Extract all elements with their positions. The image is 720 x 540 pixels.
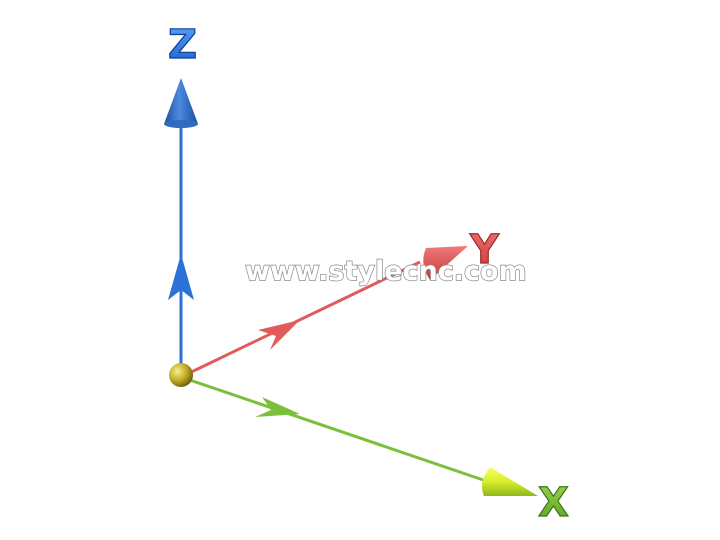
- y-axis-mid-arrow-icon: [258, 320, 300, 350]
- y-axis: [180, 246, 468, 379]
- z-axis-mid-arrow-icon: [168, 254, 194, 300]
- x-axis: [180, 375, 538, 496]
- origin-sphere: [169, 363, 193, 387]
- z-axis: [164, 78, 198, 372]
- z-axis-cone-base: [164, 120, 198, 128]
- x-axis-label: X: [538, 480, 569, 526]
- x-axis-mid-arrow-icon: [255, 397, 300, 417]
- y-axis-label: Y: [469, 227, 500, 273]
- z-axis-cone-icon: [164, 78, 198, 127]
- x-axis-line: [180, 375, 496, 486]
- watermark: www.stylecnc.com: [245, 256, 527, 287]
- z-axis-label: Z: [168, 22, 197, 68]
- y-axis-cone-icon: [423, 246, 468, 280]
- x-axis-cone-icon: [482, 467, 538, 496]
- y-axis-line: [180, 260, 421, 379]
